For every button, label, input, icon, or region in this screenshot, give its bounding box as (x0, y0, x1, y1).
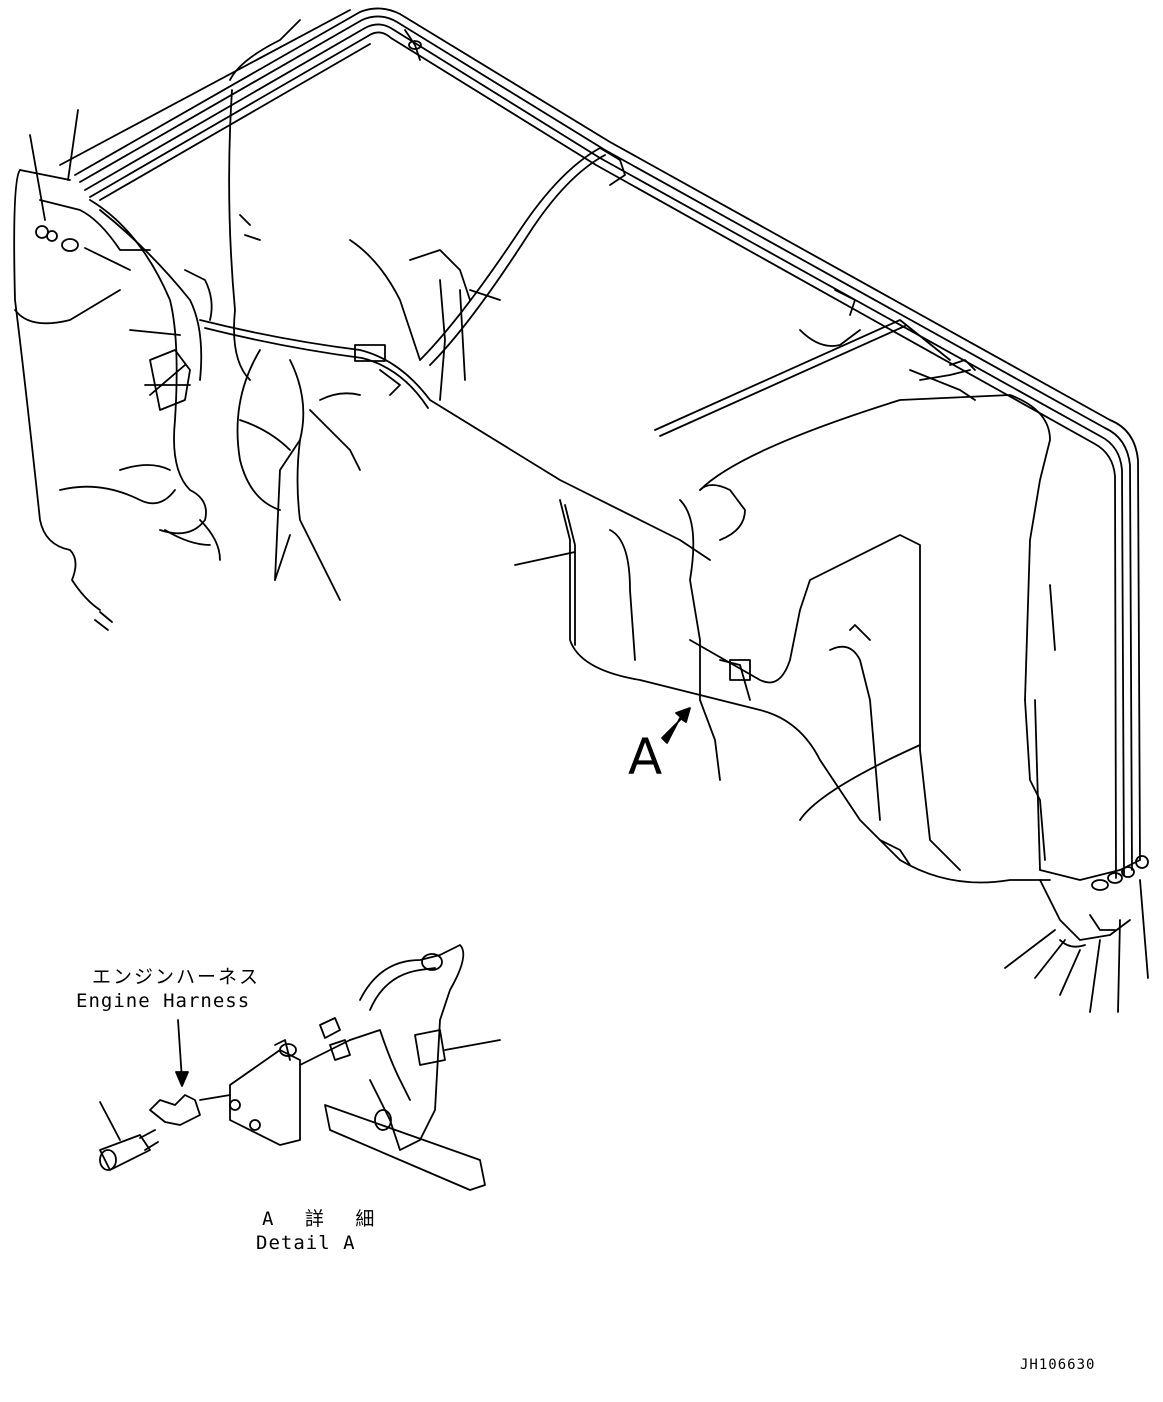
drawing-code: JH106630 (1020, 1357, 1096, 1373)
detail-a-label-en: Detail A (256, 1232, 356, 1254)
left-side-harness (14, 170, 150, 630)
right-lower-harness (560, 485, 1148, 947)
leader-lines (30, 110, 1148, 1012)
left-connector-cluster (60, 20, 300, 560)
view-a-arrow (661, 707, 691, 744)
detail-a-label-jp: A 詳 細 (262, 1208, 385, 1230)
right-upper-harness (655, 290, 1055, 870)
engine-harness-label-en: Engine Harness (76, 990, 251, 1012)
upper-loop-harness (405, 30, 625, 365)
engine-harness-label-jp: エンジンハーネス (92, 966, 261, 988)
top-frame-harness (60, 8, 1140, 878)
center-harness (200, 240, 710, 600)
view-a-marker: A (628, 728, 663, 786)
detail-a-illustration (100, 945, 500, 1190)
